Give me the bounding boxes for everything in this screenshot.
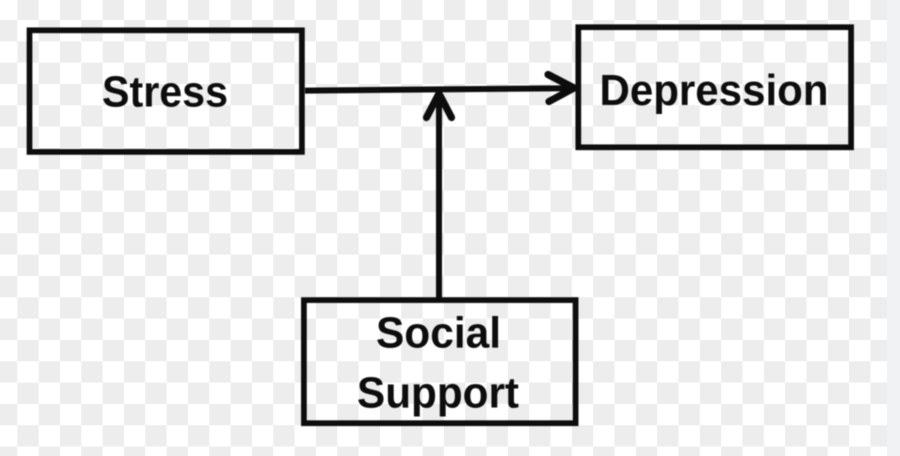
svg-text:Depression: Depression (600, 66, 829, 115)
svg-text:Social: Social (376, 309, 501, 358)
svg-text:Support: Support (357, 368, 519, 417)
svg-text:Stress: Stress (102, 68, 228, 117)
